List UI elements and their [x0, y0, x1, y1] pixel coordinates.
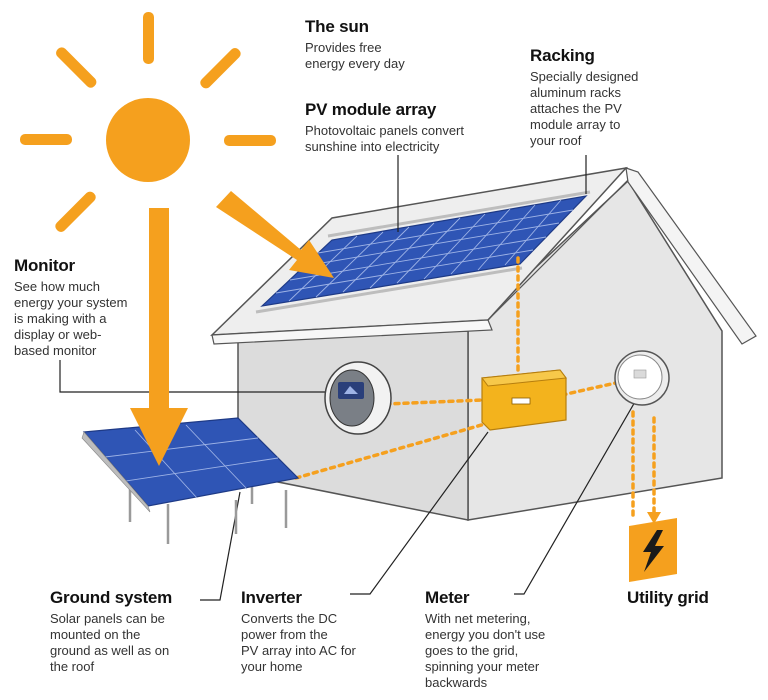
- connector-lines: [59, 155, 637, 601]
- power-flow-lines: [294, 256, 656, 522]
- label-monitor: Monitor See how much energy your system …: [14, 256, 127, 359]
- lightning-bolt-icon: [629, 518, 677, 582]
- label-meter-title: Meter: [425, 588, 470, 607]
- label-sun-title: The sun: [305, 17, 369, 36]
- label-racking-desc: Specially designed aluminum racks attach…: [530, 69, 639, 148]
- label-sun-desc: Provides free energy every day: [305, 40, 405, 71]
- inverter-box: [481, 369, 567, 431]
- label-ground-title: Ground system: [50, 588, 173, 607]
- label-monitor-desc: See how much energy your system is makin…: [14, 279, 128, 358]
- label-sun: The sun Provides free energy every day: [305, 17, 405, 72]
- monitor-device: [324, 361, 392, 435]
- label-inverter: Inverter Converts the DC power from the …: [241, 588, 356, 675]
- label-meter: Meter With net metering, energy you don'…: [425, 588, 545, 691]
- sunlight-arrows: [130, 191, 334, 466]
- grid-flow-arrowhead: [647, 512, 661, 524]
- label-racking: Racking Specially designed aluminum rack…: [530, 46, 638, 149]
- sun-icon: [20, 12, 276, 232]
- meter-device: [614, 350, 670, 406]
- label-pv-desc: Photovoltaic panels convert sunshine int…: [305, 123, 464, 154]
- label-ground-system: Ground system Solar panels can be mounte…: [50, 588, 172, 675]
- label-utility-grid: Utility grid: [627, 588, 709, 608]
- label-inverter-title: Inverter: [241, 588, 302, 607]
- label-meter-desc: With net metering, energy you don't use …: [425, 611, 546, 690]
- label-utility-title: Utility grid: [627, 588, 709, 607]
- label-racking-title: Racking: [530, 46, 595, 65]
- label-pv-title: PV module array: [305, 100, 437, 119]
- label-monitor-title: Monitor: [14, 256, 75, 275]
- label-ground-desc: Solar panels can be mounted on the groun…: [50, 611, 170, 674]
- label-inverter-desc: Converts the DC power from the PV array …: [241, 611, 356, 674]
- ground-pv-array: [81, 417, 300, 544]
- label-pv-module-array: PV module array Photovoltaic panels conv…: [305, 100, 464, 155]
